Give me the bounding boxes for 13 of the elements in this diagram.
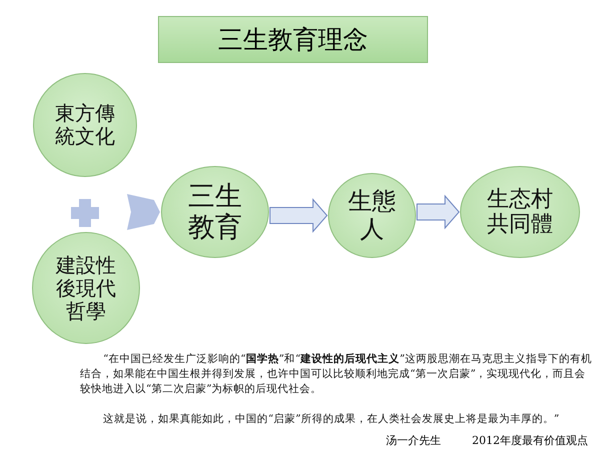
block-arrow [127,194,160,230]
quote-paragraph: “在中国已经发生广泛影响的“国学热”和“建设性的后现代主义”这两股思潮在马克思主义指导下的有机结合，如果能在中国生根并得到发展，也许中国可以比较顺利地完成“第一次启蒙”，实现现代化，而且会较快地进入以“第二次启蒙”为标帜的后现代社会。 [80,352,593,397]
concept-label: 三生教育 [187,180,243,244]
author-name: 汤一介先生 [386,433,442,448]
block-arrow [270,198,328,233]
concept-label: 建設性後現代哲學 [54,254,117,322]
title: 三生教育理念 [218,24,368,56]
block-arrow [416,194,460,230]
note-text: 2012年度最有价值观点 [472,433,589,448]
concept-label: 生态村共同體 [486,186,554,238]
concept-label: 生態人 [346,188,397,244]
quote-paragraph: 这就是说，如果真能如此，中国的“启蒙”所得的成果，在人类社会发展史上将是最为丰厚的。” [102,412,560,427]
concept-label: 東方傳統文化 [54,102,116,148]
